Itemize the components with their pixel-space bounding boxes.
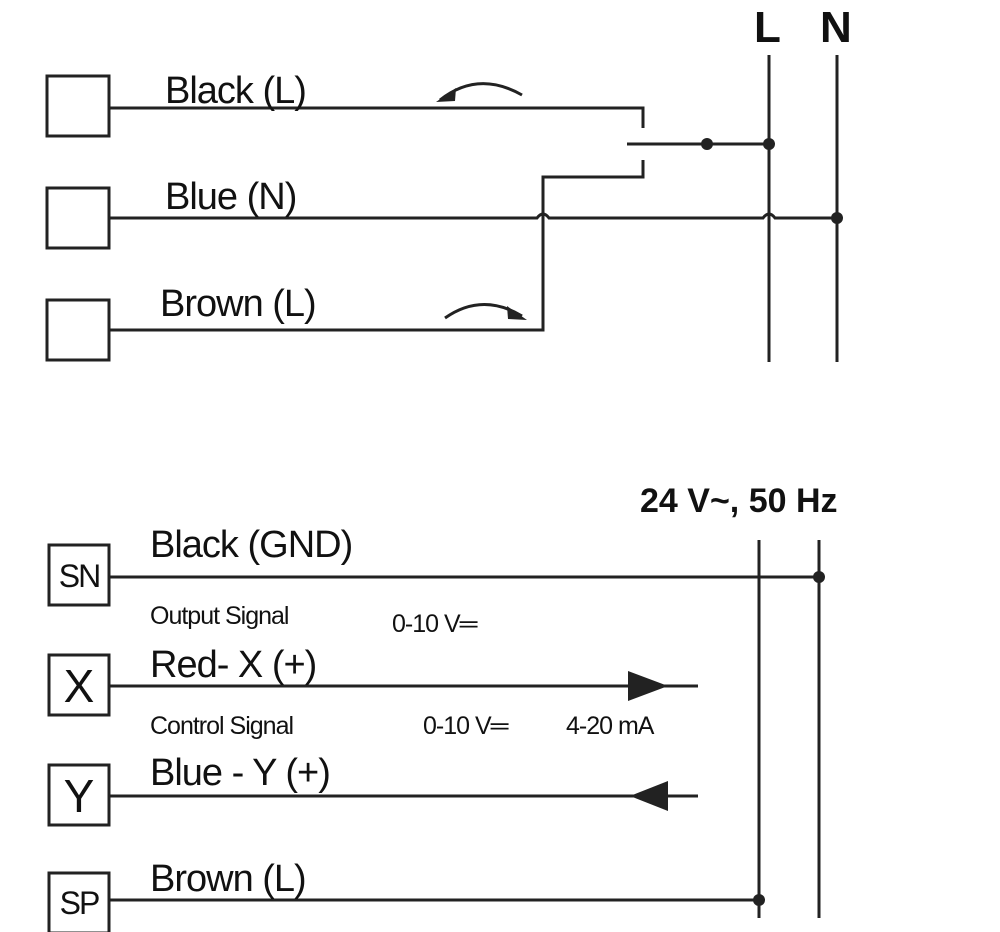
terminal-x-label: X (63, 660, 95, 712)
wire-label-brown-l-supply: Brown (L) (150, 858, 307, 900)
top-terminal-1 (45, 74, 111, 138)
terminal-sn-label: SN (58, 558, 101, 594)
wire-label-black-l: Black (L) (165, 70, 307, 112)
terminal-y-label: Y (63, 770, 95, 822)
control-signal-label: Control Signal (150, 712, 294, 740)
terminal-sn (47, 543, 111, 607)
wire-label-blue-y: Blue - Y (+) (150, 752, 331, 794)
arrow-ccw-head (436, 88, 456, 102)
wire-label-red-x: Red- X (+) (150, 644, 317, 686)
terminal-sp-label: SP (59, 885, 101, 921)
control-signal-current: 4-20 mA (566, 712, 654, 740)
top-terminal-3 (45, 298, 111, 362)
junction-dot (831, 212, 843, 224)
junction-dot (763, 138, 775, 150)
output-arrow (628, 671, 668, 701)
wire-blue-n (109, 212, 837, 220)
wire-label-blue-n: Blue (N) (165, 176, 297, 218)
control-signal-range: 0-10 V═ (423, 712, 508, 740)
terminal-sp (47, 871, 111, 932)
wire-black-l (109, 106, 645, 128)
wire-label-black-gnd: Black (GND) (150, 524, 353, 566)
junction-dot (813, 571, 825, 583)
output-signal-label: Output Signal (150, 602, 289, 630)
top-terminal-2 (45, 186, 111, 250)
rail-n-label: N (820, 3, 852, 52)
rail-l-label: L (754, 3, 781, 52)
supply-voltage-label: 24 V~, 50 Hz (640, 482, 838, 520)
input-arrow (630, 781, 668, 811)
junction-dot (701, 138, 713, 150)
junction-dot (753, 894, 765, 906)
output-signal-range: 0-10 V═ (392, 610, 477, 638)
wire-label-brown-l: Brown (L) (160, 283, 317, 325)
wire-brown-l (109, 160, 645, 332)
arrow-cw-head (507, 306, 527, 320)
